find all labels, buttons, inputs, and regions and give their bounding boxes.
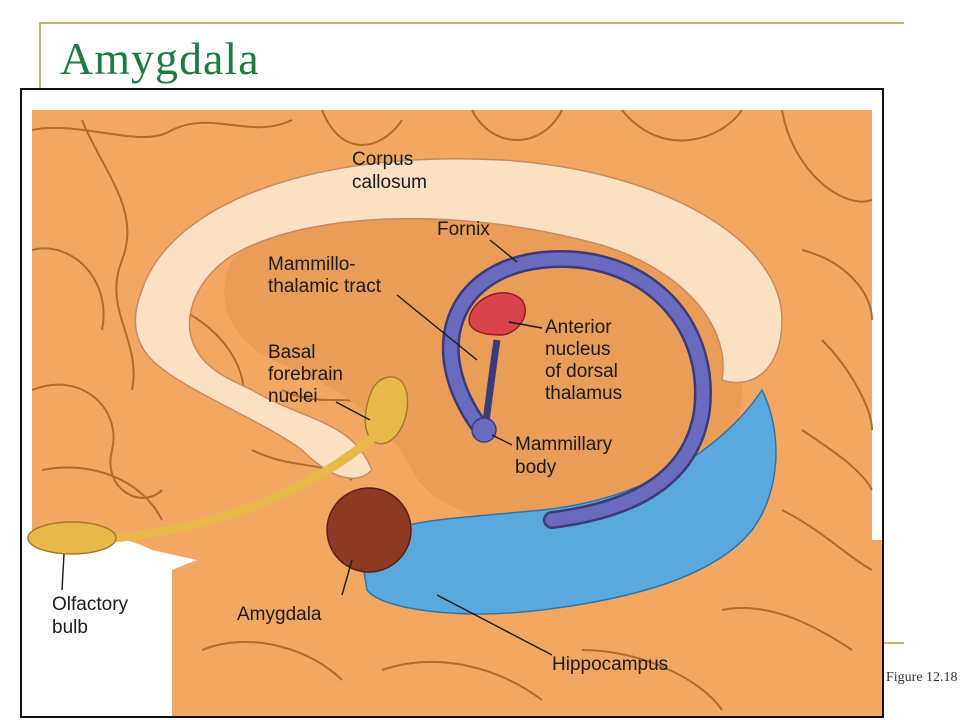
basal-forebrain-nuclei bbox=[364, 376, 409, 445]
label-basal-forebrain-1: Basal bbox=[268, 342, 316, 363]
label-corpus-callosum-2: callosum bbox=[352, 172, 427, 193]
slide-frame-vertical-rule bbox=[39, 22, 41, 92]
label-anterior-nucleus-1: Anterior bbox=[545, 317, 612, 338]
label-basal-forebrain-3: nuclei bbox=[268, 386, 318, 407]
slide-frame-top-rule bbox=[39, 22, 904, 24]
label-anterior-nucleus-4: thalamus bbox=[545, 383, 622, 404]
corpus-callosum bbox=[134, 158, 783, 480]
label-olfactory-bulb-1: Olfactory bbox=[52, 594, 129, 615]
fornix-fill bbox=[444, 252, 710, 527]
label-mammillothalamic-1: Mammillo- bbox=[268, 254, 356, 275]
label-fornix: Fornix bbox=[437, 219, 490, 240]
anterior-nucleus bbox=[468, 292, 526, 336]
label-basal-forebrain-2: forebrain bbox=[268, 364, 343, 385]
hippocampus bbox=[361, 388, 777, 615]
label-anterior-nucleus-2: nucleus bbox=[545, 339, 611, 360]
amygdala bbox=[326, 487, 412, 573]
leader-lines bbox=[61, 239, 553, 656]
temporal-lobe-region bbox=[172, 536, 882, 716]
label-amygdala: Amygdala bbox=[237, 604, 322, 625]
diagram-labels: Corpus callosum Fornix Mammillo- thalami… bbox=[52, 149, 668, 675]
brain-diagram-svg: Corpus callosum Fornix Mammillo- thalami… bbox=[22, 90, 882, 716]
diencephalon-region bbox=[224, 213, 742, 523]
label-corpus-callosum-1: Corpus bbox=[352, 149, 413, 170]
label-olfactory-bulb-2: bulb bbox=[52, 617, 88, 638]
label-mammillary-body-1: Mammillary bbox=[515, 434, 613, 455]
slide-frame-bottom-rule bbox=[880, 642, 904, 644]
label-mammillary-body-2: body bbox=[515, 457, 557, 478]
figure-reference: Figure 12.18 bbox=[886, 670, 958, 685]
label-anterior-nucleus-3: of dorsal bbox=[545, 361, 618, 382]
brain-diagram-figure: Corpus callosum Fornix Mammillo- thalami… bbox=[20, 88, 884, 718]
label-hippocampus: Hippocampus bbox=[552, 654, 668, 675]
mammillary-body bbox=[471, 417, 497, 443]
slide-title: Amygdala bbox=[60, 33, 260, 84]
olfactory-bulb bbox=[27, 521, 117, 555]
label-mammillothalamic-2: thalamic tract bbox=[268, 276, 382, 297]
olfactory-tract bbox=[107, 425, 387, 543]
